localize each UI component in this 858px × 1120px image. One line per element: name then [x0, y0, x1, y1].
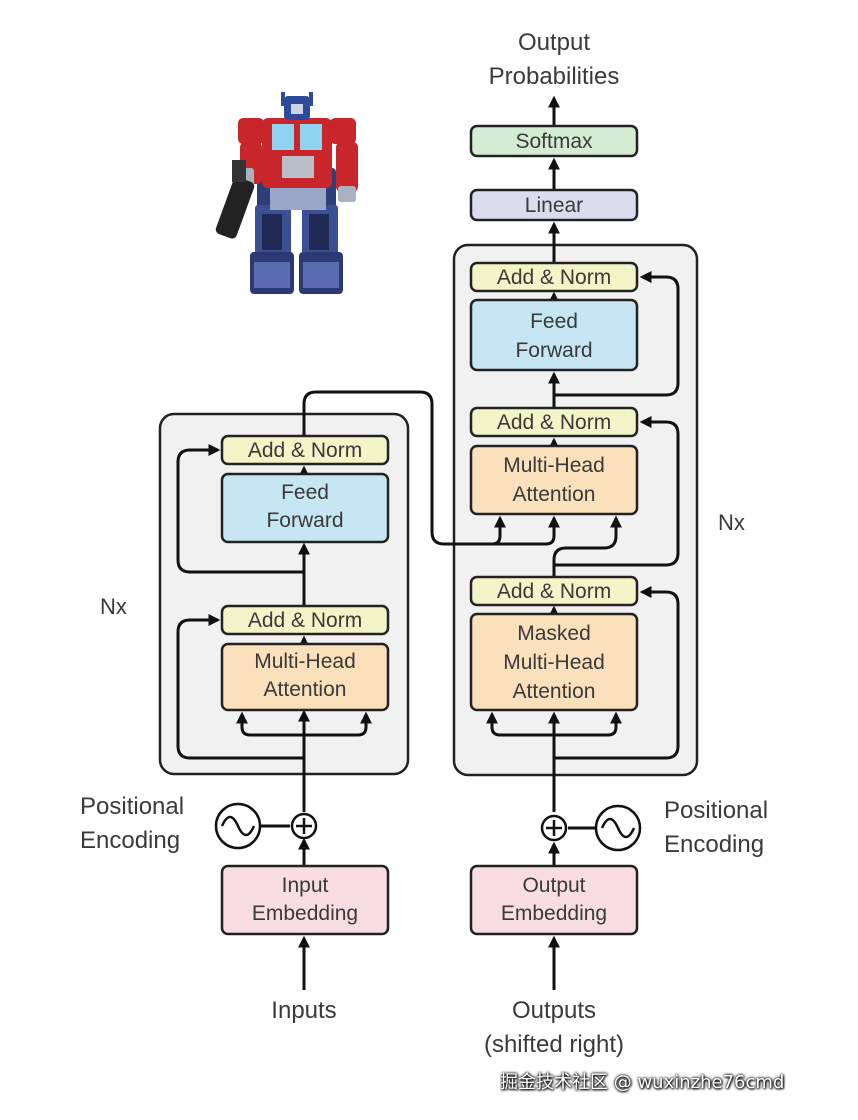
robot-icon [215, 92, 358, 294]
encoder-mha-label-1: Multi-Head [254, 650, 356, 673]
encoder-stack [158, 412, 410, 776]
decoder-add-norm-mid-label: Add & Norm [497, 411, 611, 434]
outputs-label-2: (shifted right) [484, 1031, 624, 1058]
decoder-mha-label-2: Attention [513, 483, 596, 506]
encoder-mha-label-2: Attention [264, 678, 347, 701]
output-embedding-label-1: Output [522, 874, 585, 897]
decoder-pe-label-2: Encoding [664, 831, 764, 858]
decoder-mha-label-1: Multi-Head [503, 454, 605, 477]
decoder-add-norm-bottom-label: Add & Norm [497, 580, 611, 603]
linear-block [469, 188, 639, 222]
encoder-pe-label-2: Encoding [80, 827, 180, 854]
output-embedding-label-2: Embedding [501, 902, 607, 925]
encoder-nx-label: Nx [100, 594, 127, 619]
encoder-add-norm-top [220, 434, 390, 466]
encoder-ff-label-2: Forward [266, 509, 343, 532]
decoder-masked-label-2: Multi-Head [503, 651, 605, 674]
decoder-masked-label-1: Masked [517, 622, 591, 645]
input-embedding-label-2: Embedding [252, 902, 358, 925]
input-embedding-block [220, 864, 390, 936]
decoder-multi-head-attention [469, 444, 639, 516]
decoder-masked-label-3: Attention [513, 680, 596, 703]
linear-label: Linear [525, 194, 583, 217]
decoder-positional-encoding: Positional Encoding [540, 797, 768, 858]
diagram-edges [176, 95, 680, 990]
encoder-feed-forward [220, 472, 390, 544]
softmax-block [469, 124, 639, 158]
softmax-label: Softmax [515, 130, 593, 153]
output-probabilities-line1: Output [518, 29, 590, 56]
outputs-label-1: Outputs [512, 997, 596, 1024]
decoder-add-norm-bottom [469, 575, 639, 607]
decoder-pe-label-1: Positional [664, 797, 768, 824]
output-embedding-block [469, 864, 639, 936]
encoder-pe-label-1: Positional [80, 793, 184, 820]
watermark: 掘金技术社区 @ wuxinzhe76cmd [500, 1072, 785, 1093]
encoder-multi-head-attention [220, 642, 390, 712]
encoder-ff-label-1: Feed [281, 481, 329, 504]
encoder-positional-encoding: Positional Encoding [80, 793, 318, 854]
decoder-masked-multi-head-attention [469, 612, 639, 712]
decoder-add-norm-top [469, 261, 639, 293]
encoder-add-norm-bottom-label: Add & Norm [248, 609, 362, 632]
encoder-add-norm-top-label: Add & Norm [248, 439, 362, 462]
decoder-nx-label: Nx [718, 510, 745, 535]
decoder-add-norm-top-label: Add & Norm [497, 266, 611, 289]
encoder-add-norm-bottom [220, 604, 390, 636]
output-probabilities-line2: Probabilities [489, 63, 620, 90]
decoder-add-norm-mid [469, 406, 639, 438]
decoder-ff-label-2: Forward [515, 339, 592, 362]
input-embedding-label-1: Input [282, 874, 329, 897]
inputs-label: Inputs [271, 997, 336, 1024]
decoder-feed-forward [469, 298, 639, 372]
decoder-ff-label-1: Feed [530, 310, 578, 333]
